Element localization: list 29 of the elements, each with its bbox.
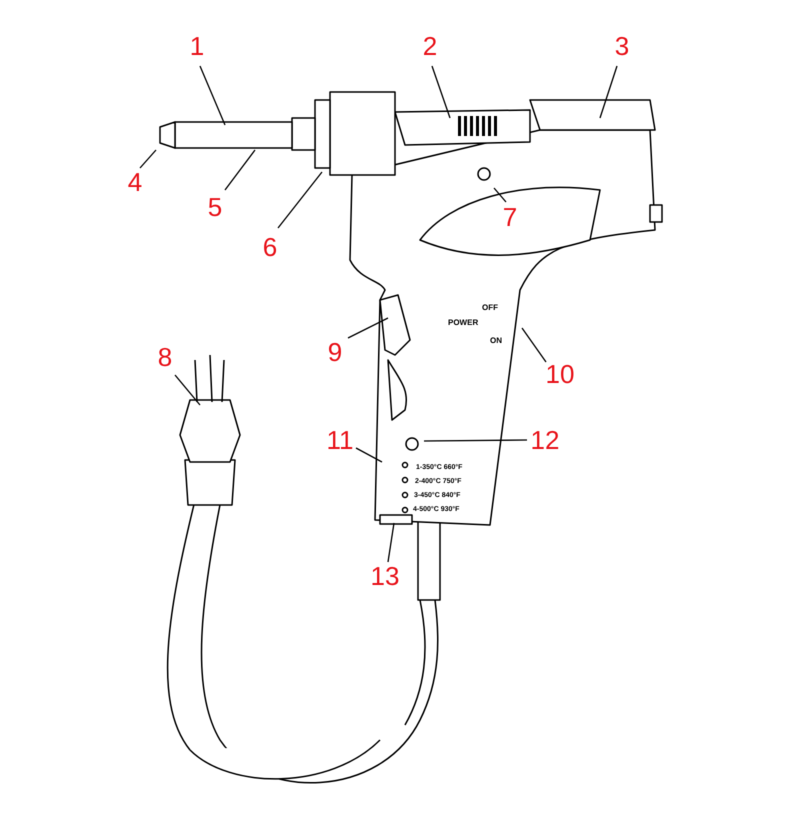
callout-number: 7 — [502, 204, 518, 230]
leader-line — [387, 522, 395, 562]
callout-number: 4 — [128, 169, 142, 195]
leader-line — [431, 66, 451, 118]
leader-line — [424, 439, 527, 442]
callout-number: 9 — [328, 339, 342, 365]
leader-line — [599, 66, 618, 118]
switch-label: OFF — [482, 303, 498, 312]
callout-number: 10 — [546, 361, 574, 387]
leader-line — [356, 447, 382, 463]
leader-line — [277, 172, 323, 228]
callout-number: 3 — [614, 33, 630, 59]
leader-line — [521, 328, 547, 362]
leader-line — [174, 374, 200, 406]
leader-line — [140, 150, 156, 168]
leader-line — [224, 150, 256, 190]
callout-number: 1 — [190, 33, 204, 59]
callout-number: 2 — [422, 33, 438, 59]
leader-line — [199, 66, 226, 126]
callout-number: 11 — [326, 427, 354, 453]
callout-number: 6 — [262, 234, 278, 260]
leader-line — [348, 317, 388, 339]
switch-label: ON — [490, 336, 502, 345]
callout-number: 5 — [208, 194, 222, 220]
switch-label: POWER — [448, 318, 478, 327]
callout-number: 12 — [530, 427, 560, 453]
callout-number: 8 — [158, 344, 172, 370]
leader-line — [494, 188, 506, 202]
callout-number: 13 — [370, 563, 400, 589]
